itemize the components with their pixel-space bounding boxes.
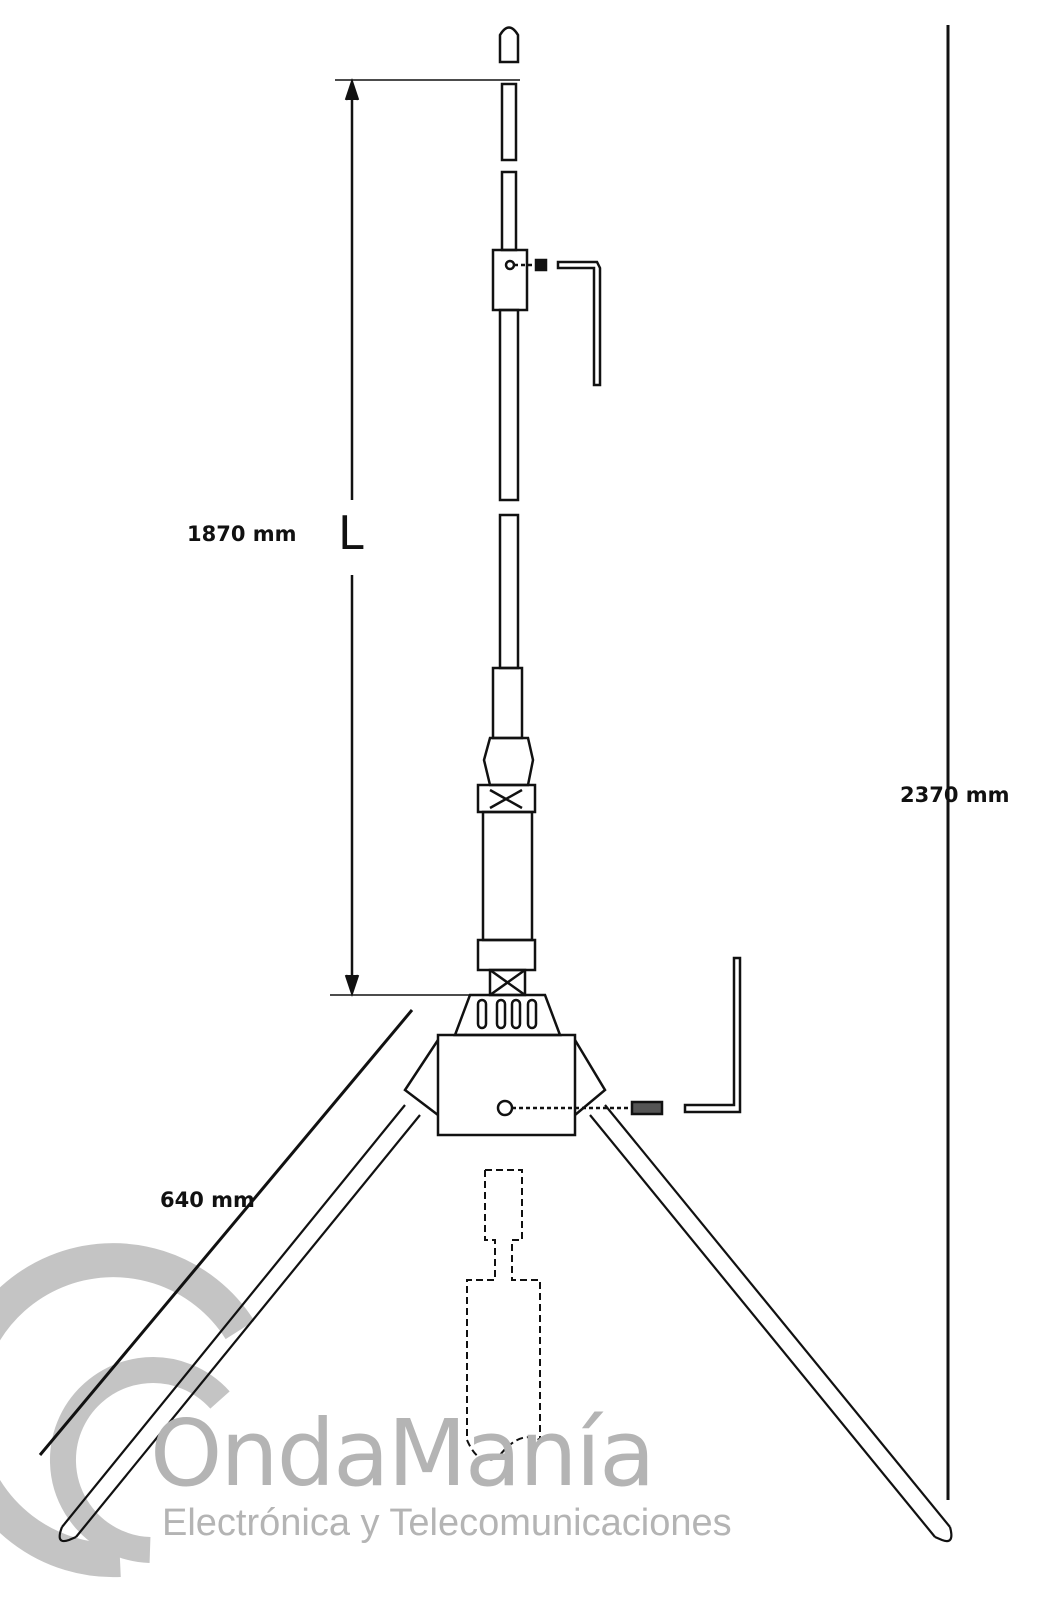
- logo-brand: OndaManía: [150, 1400, 655, 1507]
- whip-element: [476, 26, 537, 997]
- label-radial-length: 640 mm: [160, 1188, 255, 1212]
- logo-tagline: Electrónica y Telecomunicaciones: [162, 1502, 732, 1544]
- dimension-line-L: [330, 78, 520, 997]
- connector-dashed: [466, 1169, 541, 1461]
- radial-right: [589, 1104, 953, 1543]
- allen-key-bottom: [512, 956, 742, 1116]
- radial-left: [58, 1104, 421, 1543]
- label-radiating-length: 1870 mm: [187, 522, 297, 546]
- dimension-line-radial: [38, 1009, 414, 1456]
- antenna-base: [403, 993, 607, 1137]
- label-total-height: 2370 mm: [900, 783, 1010, 807]
- logo-swirl: [0, 1243, 255, 1578]
- allen-key-top: [514, 258, 602, 387]
- label-L: L: [338, 506, 364, 560]
